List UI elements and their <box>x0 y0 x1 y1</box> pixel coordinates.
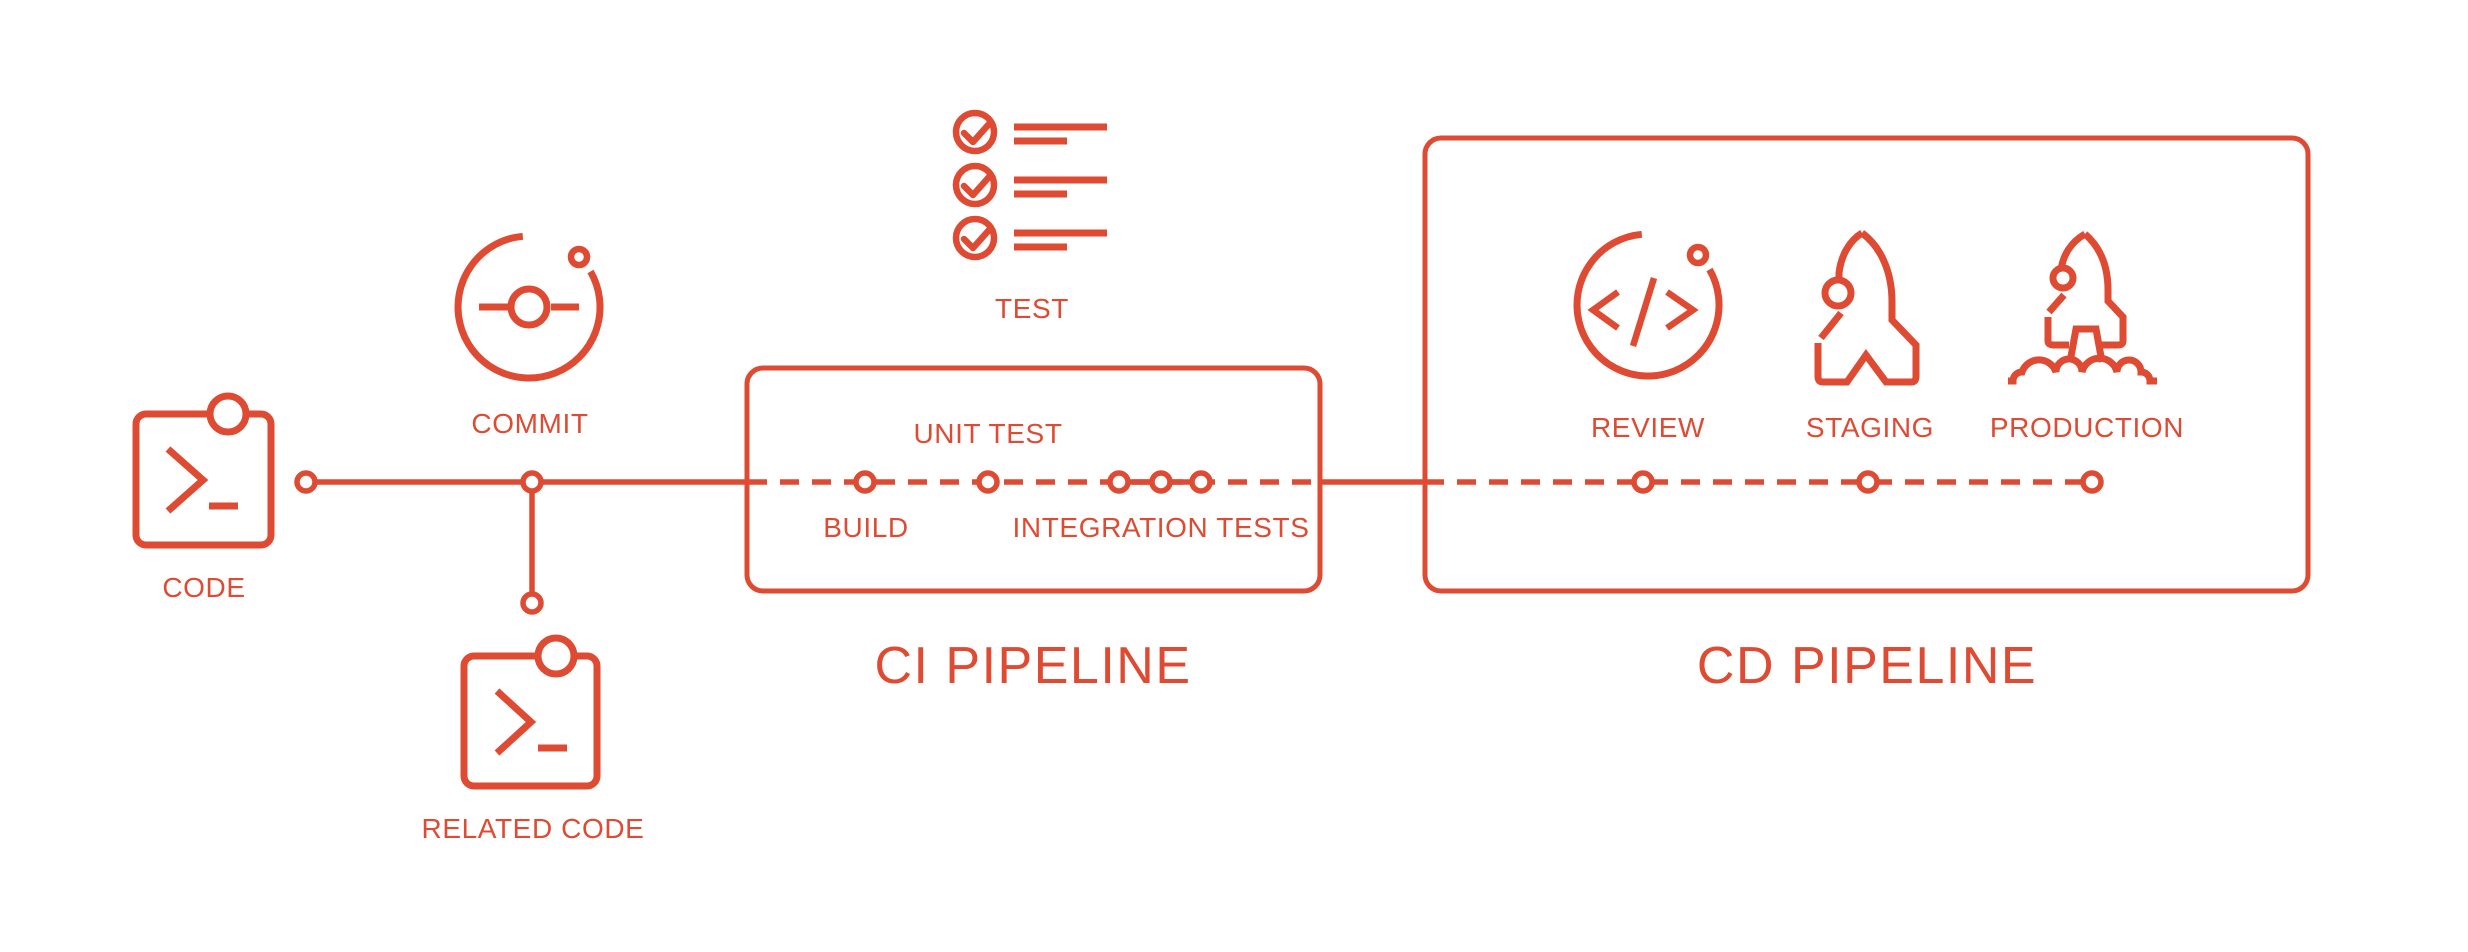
label-integration-tests: INTEGRATION TESTS <box>1013 512 1310 543</box>
rocket-icon <box>1814 230 1920 386</box>
node-start <box>294 470 318 494</box>
check-circle <box>952 215 998 261</box>
code-bracket-right <box>1665 289 1699 331</box>
check-circle <box>952 162 998 208</box>
terminal-code-icon <box>132 392 275 549</box>
node-staging <box>1856 470 1880 494</box>
node-commit <box>520 470 544 494</box>
terminal-badge-circle <box>534 634 578 678</box>
rocket-body-left <box>1835 230 1864 280</box>
check-mark <box>960 226 993 252</box>
node-integration-test-3 <box>1189 470 1213 494</box>
check-circle <box>952 109 998 155</box>
terminal-badge-circle <box>206 392 250 436</box>
label-build: BUILD <box>823 512 908 543</box>
rocket-exhaust <box>2066 325 2106 363</box>
check-mark <box>960 120 993 146</box>
ci-pipeline-title: CI PIPELINE <box>874 637 1191 695</box>
label-test: TEST <box>995 293 1069 324</box>
cd-pipeline-box <box>1422 135 2311 594</box>
node-integration-test-1 <box>1107 470 1131 494</box>
code-review-icon <box>1573 230 1723 380</box>
label-commit: COMMIT <box>471 408 588 439</box>
node-production-end <box>2080 470 2104 494</box>
cd-pipeline-title: CD PIPELINE <box>1697 637 2037 695</box>
rocket-window <box>1821 276 1855 310</box>
test-checklist-icon <box>952 109 1107 261</box>
label-staging: STAGING <box>1806 412 1934 443</box>
label-production: PRODUCTION <box>1990 412 2184 443</box>
review-satellite-circle <box>1686 243 1710 267</box>
rocket-body-left-lower <box>1818 310 1844 341</box>
node-integration-test-2 <box>1149 470 1173 494</box>
related-terminal-code-icon <box>460 634 601 790</box>
rocket-window <box>2049 264 2077 292</box>
prompt-chevron <box>165 446 209 514</box>
rocket-body <box>1814 230 1920 386</box>
terminal-window <box>132 410 275 549</box>
code-slash <box>1629 277 1658 347</box>
pipeline-nodes <box>294 470 2104 615</box>
ci-pipeline-box <box>744 365 1323 594</box>
commit-satellite-circle <box>567 245 591 269</box>
rocket-launch-icon <box>2008 230 2157 385</box>
terminal-window <box>460 652 601 790</box>
node-unit-test <box>976 470 1000 494</box>
node-related-code <box>520 591 544 615</box>
commit-dot <box>507 285 551 329</box>
check-mark <box>960 173 993 199</box>
node-build <box>853 470 877 494</box>
label-review: REVIEW <box>1591 412 1705 443</box>
git-commit-icon <box>454 232 604 382</box>
code-bracket-left <box>1587 289 1620 331</box>
review-orbit-arc <box>1573 230 1723 380</box>
rocket-body-left-lower <box>2046 292 2067 315</box>
label-code: CODE <box>162 572 245 603</box>
commit-orbit-arc <box>454 232 604 382</box>
launch-smoke-clouds <box>2008 354 2157 385</box>
label-unit-test: UNIT TEST <box>913 418 1062 449</box>
prompt-chevron <box>494 688 537 756</box>
label-related-code: RELATED CODE <box>422 813 645 844</box>
node-review <box>1631 470 1655 494</box>
